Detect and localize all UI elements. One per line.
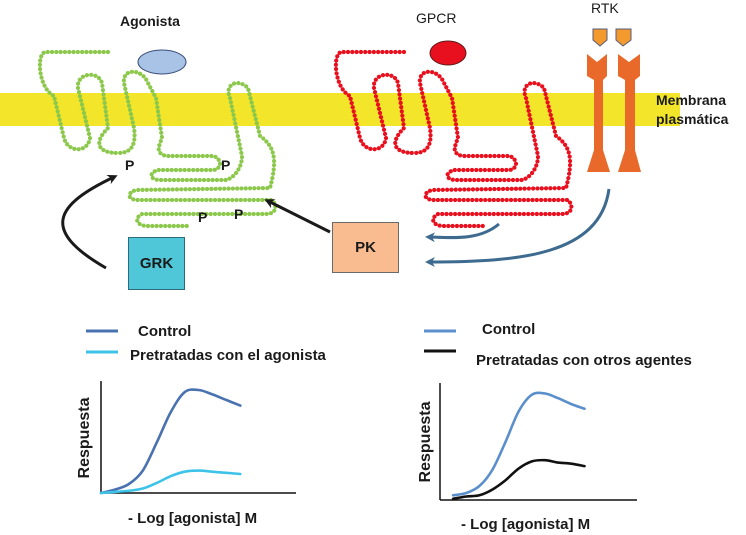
- gpcr-label: GPCR: [416, 10, 457, 26]
- membrane-label-line1: Membrana: [656, 92, 727, 108]
- legend-left-control: Control: [138, 323, 192, 340]
- arrow-grk-to-receptor: [61, 175, 118, 270]
- gpcr-receptor: [333, 49, 574, 229]
- rtk-monomer-left: [587, 54, 610, 172]
- series-line-pretreated: [99, 469, 242, 495]
- agonist-label: Agonista: [120, 13, 180, 29]
- chart2-xlabel: - Log [agonista] M: [461, 516, 591, 533]
- rtk-receptor-icon: [587, 28, 641, 172]
- rtk-monomer-right: [618, 54, 641, 172]
- series-line-control: [451, 391, 586, 497]
- legend-right-control: Control: [482, 321, 536, 338]
- gpcr-agonist-bound-receptor: [37, 49, 278, 229]
- series-line-control: [99, 388, 242, 495]
- phospho-site: P: [125, 157, 135, 173]
- chart-homologous: [99, 381, 296, 495]
- rtk-label: RTK: [591, 0, 619, 16]
- phospho-site: P: [221, 157, 231, 173]
- chart-heterologous: [439, 383, 637, 501]
- arrow-pk-to-receptor: [264, 199, 331, 234]
- chart2-ylabel: Respuesta: [417, 401, 434, 482]
- arrow-gpcr-to-pk: [425, 222, 500, 243]
- rtk-ligand-icon: [592, 28, 608, 47]
- membrane-label-line2: plasmática: [656, 111, 729, 127]
- series-line-pretreated: [451, 458, 586, 501]
- rtk-ligand-icon: [615, 28, 632, 47]
- chart1-xlabel: - Log [agonista] M: [128, 510, 258, 527]
- phospho-site: P: [198, 209, 208, 225]
- agonist-ligand-icon: [137, 49, 187, 75]
- phospho-site: P: [234, 206, 244, 222]
- chart1-ylabel: Respuesta: [76, 397, 93, 478]
- grk-box: GRK: [128, 237, 185, 290]
- legend-right-pretreated: Pretratadas con otros agentes: [476, 352, 692, 369]
- pk-label: PK: [355, 239, 376, 256]
- plasma-membrane-band: [0, 93, 680, 126]
- arrow-rtk-to-pk: [425, 188, 611, 267]
- membrane-label: Membrana plasmática: [656, 91, 728, 129]
- grk-label: GRK: [139, 255, 174, 272]
- gpcr-ligand-icon: [429, 40, 467, 66]
- pk-box: PK: [332, 222, 399, 273]
- legend-left-pretreated: Pretratadas con el agonista: [130, 347, 326, 364]
